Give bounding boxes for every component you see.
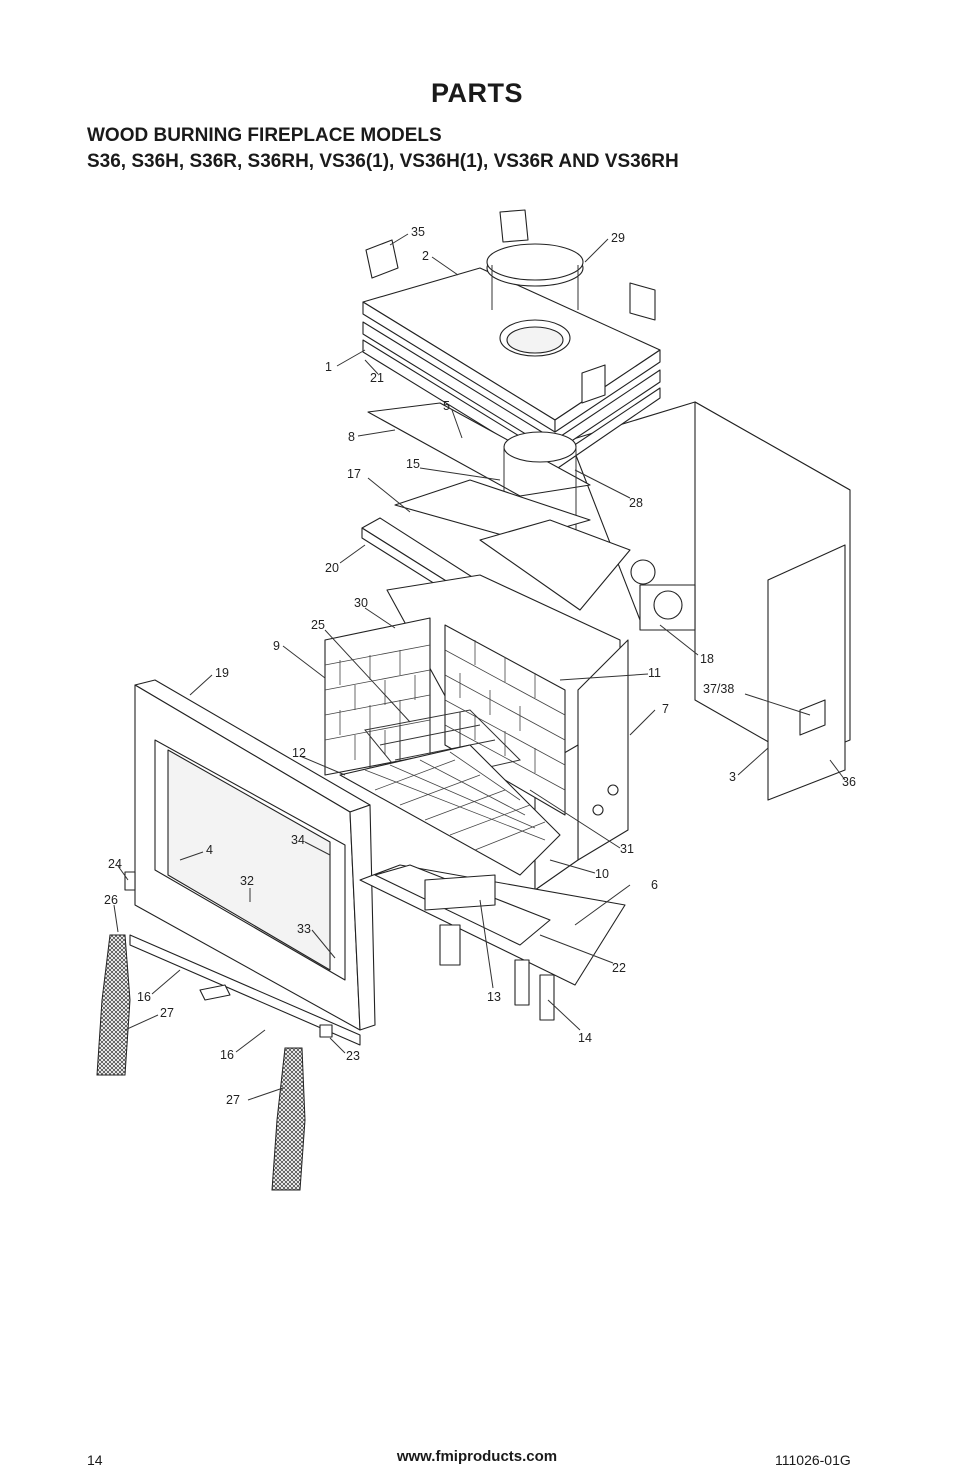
website-link[interactable]: www.fmiproducts.com [396,1448,558,1465]
outer-casing [569,401,851,801]
callout-15: 15 [406,457,420,471]
callout-29: 29 [611,231,625,245]
page-title: PARTS [430,78,523,108]
model-list-heading: S36, S36H, S36R, S36RH, VS36(1), VS36H(1… [87,151,679,172]
callout-16-lower: 16 [220,1048,234,1062]
callout-20: 20 [325,561,339,575]
callout-36: 36 [842,775,856,789]
callout-19: 19 [215,666,229,680]
callout-13: 13 [487,990,501,1004]
callout-22: 22 [612,961,626,975]
callout-33: 33 [297,922,311,936]
callout-12: 12 [292,746,306,760]
callout-28: 28 [629,496,643,510]
callout-26: 26 [104,893,118,907]
callout-10: 10 [595,867,609,881]
top-assembly [362,209,661,471]
callout-labels: 35 2 29 1 21 5 8 15 17 28 20 30 25 9 19 … [104,225,856,1107]
front-frame [134,679,376,1031]
callout-11: 11 [648,666,661,680]
callout-1: 1 [325,360,332,374]
hearth-floor [339,744,561,876]
document-number: 111026-01G [775,1452,851,1468]
callout-24: 24 [108,857,122,871]
leader-lines [113,233,846,1101]
bottom-channel [129,934,361,1046]
bottom-plates [359,864,626,1021]
callout-31: 31 [620,842,634,856]
callout-35: 35 [411,225,425,239]
callout-8: 8 [348,430,355,444]
callout-27-lower: 27 [226,1093,240,1107]
mesh-screens [96,871,333,1191]
callout-32: 32 [240,874,254,888]
callout-30: 30 [354,596,368,610]
callout-34: 34 [291,833,305,847]
callout-5: 5 [443,399,450,413]
callout-3: 3 [729,770,736,784]
callout-17: 17 [347,467,361,481]
damper-assembly [367,402,631,611]
callout-7: 7 [662,702,669,716]
callout-6: 6 [651,878,658,892]
back-refractory [324,617,566,816]
callout-2: 2 [422,249,429,263]
callout-27-upper: 27 [160,1006,174,1020]
callout-9: 9 [273,639,280,653]
callout-23: 23 [346,1049,360,1063]
page-number: 14 [87,1452,103,1468]
callout-18: 18 [700,652,714,666]
callout-25: 25 [311,618,325,632]
section-heading: WOOD BURNING FIREPLACE MODELS [87,125,442,146]
callout-16-upper: 16 [137,990,151,1004]
callout-37-38: 37/38 [703,682,734,696]
callout-14: 14 [578,1031,592,1045]
callout-21: 21 [370,371,384,385]
callout-4: 4 [206,843,213,857]
